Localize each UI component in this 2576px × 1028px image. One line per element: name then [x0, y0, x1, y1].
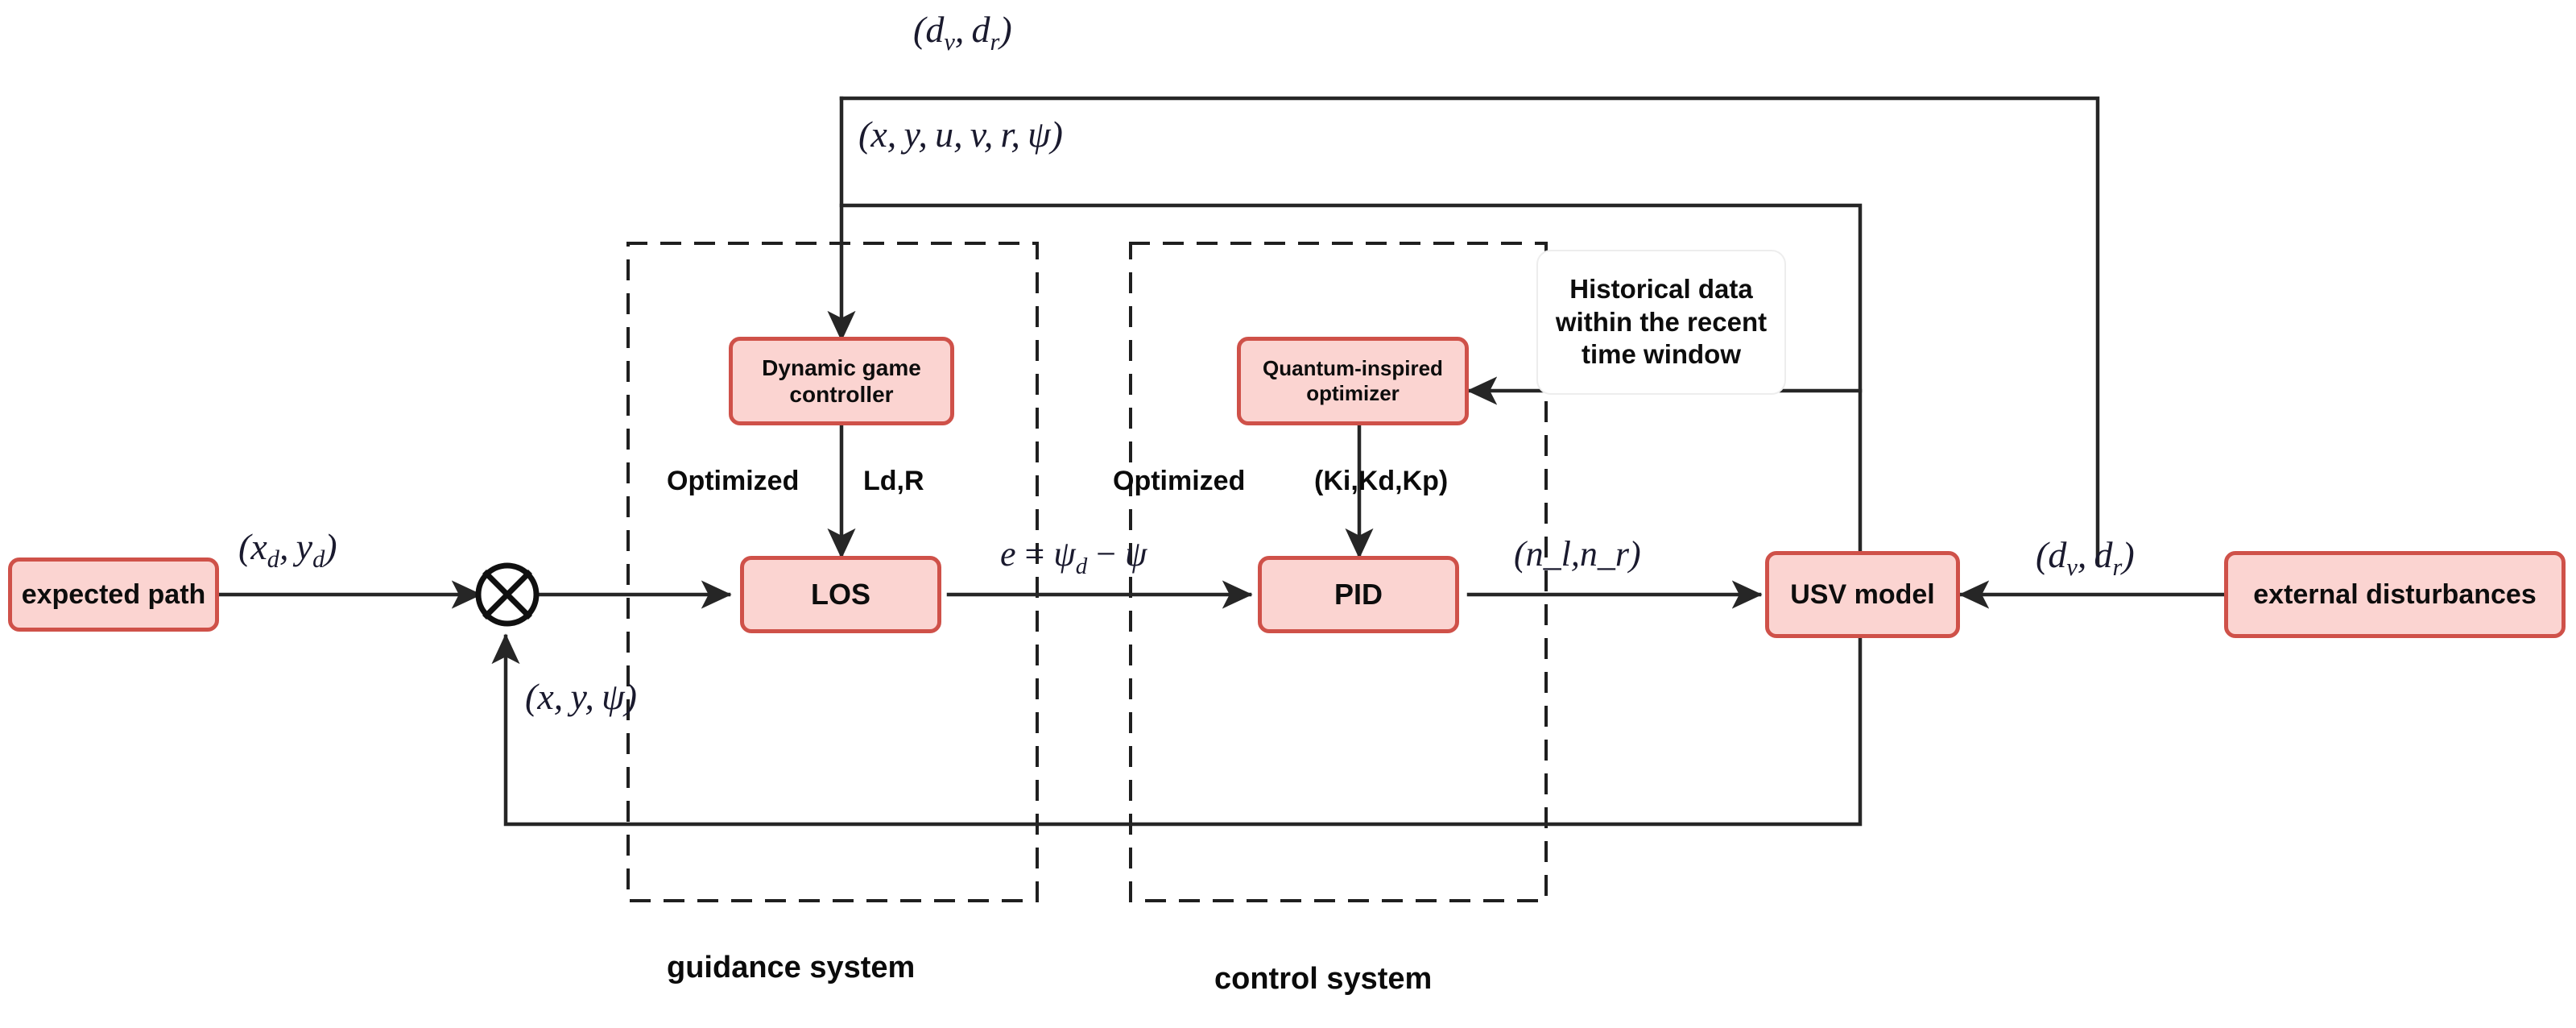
control-system-boundary: [1129, 242, 1548, 902]
block-expected-path[interactable]: expected path: [8, 558, 219, 632]
label-guidance-system: guidance system: [667, 951, 916, 984]
block-expected-path-label: expected path: [21, 578, 206, 610]
block-external-disturbances[interactable]: external disturbances: [2224, 551, 2566, 638]
block-los[interactable]: LOS: [740, 556, 941, 633]
signal-disturbance-right: (dv, dr): [2036, 534, 2135, 582]
note-historical-data-line2: within the recent: [1555, 306, 1768, 337]
signal-desired-path: (xd, yd): [238, 526, 337, 574]
block-pid[interactable]: PID: [1258, 556, 1459, 633]
note-historical-data-line1: Historical data: [1569, 273, 1753, 304]
note-historical-data: Historical data within the recent time w…: [1536, 250, 1786, 395]
block-quantum-inspired-optimizer[interactable]: Quantum-inspired optimizer: [1237, 337, 1469, 425]
block-quantum-inspired-optimizer-label-line2: optimizer: [1306, 381, 1400, 405]
block-usv-model-label: USV model: [1790, 578, 1935, 610]
summing-junction-cross: [482, 570, 532, 620]
signal-pose-feedback: (x, y, ψ): [525, 676, 637, 717]
label-guidance-optimized: Optimized: [667, 466, 800, 496]
label-control-system: control system: [1214, 962, 1433, 996]
signal-state-full: (x, y, u, v, r, ψ): [858, 114, 1063, 155]
block-los-label: LOS: [810, 577, 870, 611]
block-external-disturbances-label: external disturbances: [2253, 578, 2537, 610]
signal-disturbance-top: (dv, dr): [913, 9, 1012, 56]
block-usv-model[interactable]: USV model: [1765, 551, 1960, 638]
label-guidance-params: Ld,R: [863, 466, 924, 496]
signal-heading-error: e = ψd − ψ: [1000, 534, 1147, 579]
note-historical-data-line3: time window: [1582, 339, 1741, 370]
signal-thrust: (n_l,n_r): [1514, 534, 1641, 574]
block-pid-label: PID: [1333, 577, 1383, 611]
label-control-optimized: Optimized: [1113, 466, 1246, 496]
block-quantum-inspired-optimizer-label-line1: Quantum-inspired: [1263, 356, 1443, 381]
wire-state-feedback: [839, 203, 1863, 553]
block-dynamic-game-controller[interactable]: Dynamic game controller: [729, 337, 954, 425]
label-control-params: (Ki,Kd,Kp): [1314, 466, 1449, 496]
block-dynamic-game-controller-label-line2: controller: [789, 382, 894, 407]
wire-disturbance-feedback: [839, 96, 2100, 566]
wire-pose-feedback: [491, 633, 1863, 827]
guidance-system-boundary: [626, 242, 1039, 902]
block-dynamic-game-controller-label-line1: Dynamic game: [762, 354, 921, 380]
